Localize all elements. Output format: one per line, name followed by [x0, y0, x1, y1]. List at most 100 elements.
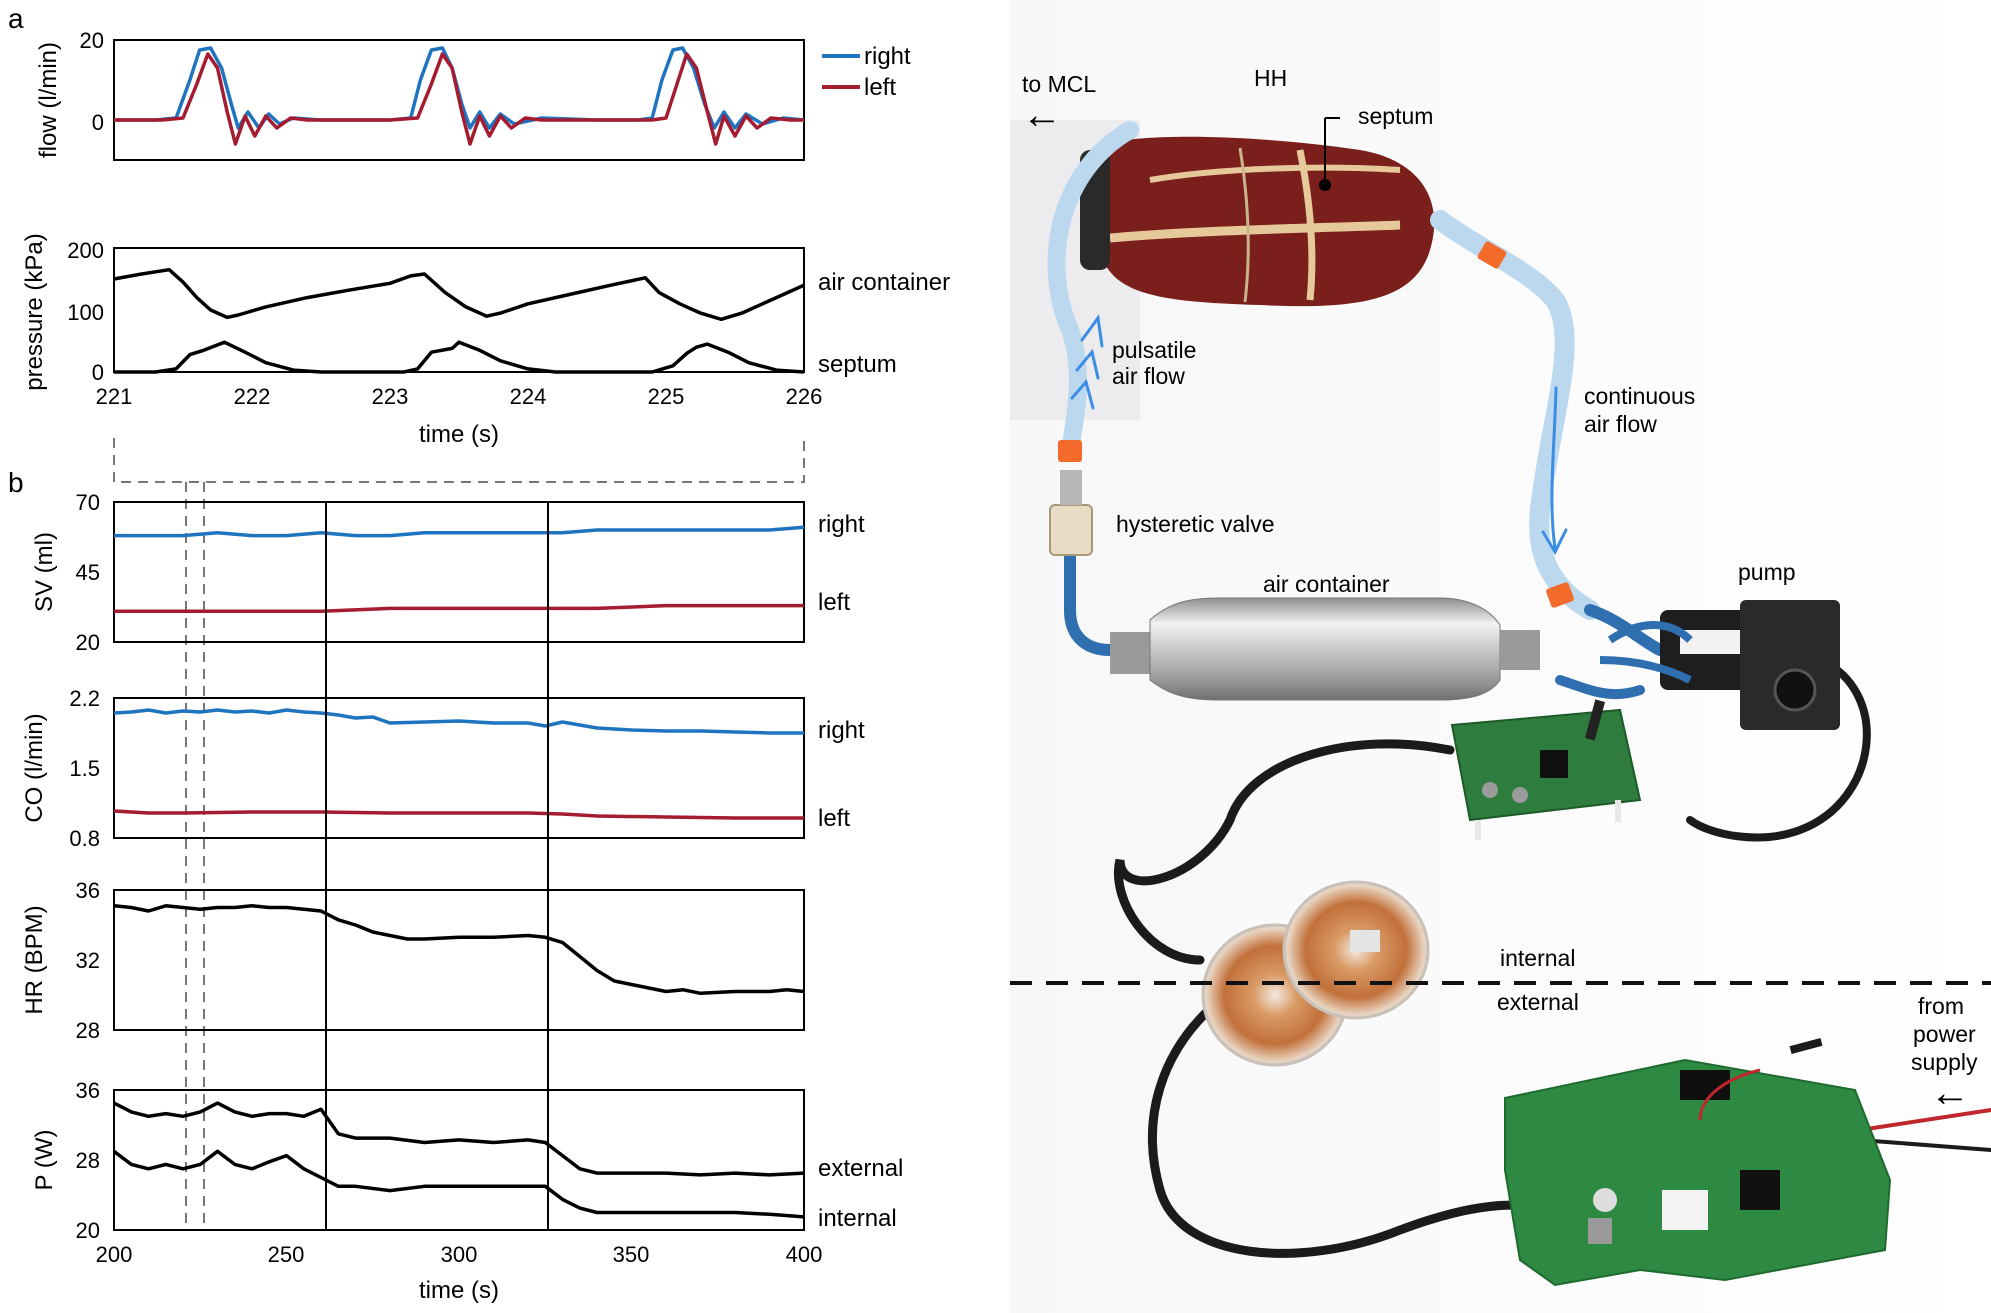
series-label-left: left: [818, 589, 850, 616]
series-line-external: [113, 1101, 805, 1177]
series-line-left: [113, 809, 804, 820]
series-label-right: right: [818, 511, 865, 538]
label-power-line1: from: [1918, 993, 1964, 1019]
series-line-hr: [113, 904, 805, 996]
series-label-right: right: [818, 717, 865, 744]
y-tick-label: 0: [92, 110, 104, 135]
legend-label-left: left: [864, 74, 896, 101]
series-line-air-container: [113, 267, 805, 322]
chart-power: 36 28 20 P (W) 200 250 300 350 400 time …: [31, 1078, 903, 1304]
y-tick-label: 20: [80, 28, 104, 53]
series-line-left: [114, 52, 804, 146]
setup-photo: to MCL ← HH septum pulsatile air flow co…: [1010, 0, 1991, 1313]
y-tick-label: 2.2: [69, 686, 100, 711]
chart-flow: 20 0 flow (l/min) right left: [35, 28, 911, 161]
plot-frame: [113, 501, 805, 643]
label-pump: pump: [1738, 559, 1796, 585]
x-tick-label: 224: [510, 384, 547, 409]
y-tick-label: 100: [67, 300, 104, 325]
arrow-left-icon: ←: [1930, 1071, 1970, 1115]
external-board: [1504, 1037, 1892, 1287]
label-hh: HH: [1254, 65, 1287, 91]
chart-pressure: 200 100 0 pressure (kPa) 221 222 223 224…: [21, 233, 950, 448]
x-tick-label: 222: [234, 384, 271, 409]
y-tick-label: 0: [92, 360, 104, 385]
x-tick-label: 400: [786, 1242, 823, 1267]
y-axis-title: P (W): [31, 1130, 58, 1191]
y-tick-label: 36: [76, 1078, 100, 1103]
x-tick-label: 200: [96, 1242, 133, 1267]
label-air-container: air container: [1263, 571, 1390, 597]
internal-board: [1450, 699, 1642, 840]
series-label-internal: internal: [818, 1205, 897, 1232]
zoom-indicator: [113, 438, 805, 1228]
series-label-external: external: [818, 1155, 903, 1182]
x-tick-label: 226: [786, 384, 823, 409]
plot-frame: [113, 889, 805, 1031]
plot-frame: [113, 1089, 805, 1231]
pump: [1599, 600, 1840, 730]
plot-frame: [113, 697, 805, 839]
y-tick-label: 45: [76, 560, 100, 585]
y-tick-label: 0.8: [69, 826, 100, 851]
plot-frame: [113, 247, 805, 373]
label-pulsatile-line1: pulsatile: [1112, 337, 1196, 363]
x-axis-title: time (s): [419, 421, 499, 448]
air-container-tank: [1110, 597, 1540, 701]
y-tick-label: 28: [76, 1148, 100, 1173]
label-continuous-line2: air flow: [1584, 411, 1657, 437]
connectors: [1058, 241, 1574, 608]
x-tick-label: 350: [613, 1242, 650, 1267]
x-tick-label: 223: [372, 384, 409, 409]
y-axis-title: pressure (kPa): [21, 233, 48, 390]
label-septum: septum: [1358, 103, 1433, 129]
hysteretic-valve: [1049, 470, 1093, 556]
series-label-air-container: air container: [818, 269, 950, 296]
chart-hr: 36 32 28 HR (BPM): [21, 878, 805, 1043]
series-line-right: [114, 525, 805, 538]
series-label-septum: septum: [818, 351, 897, 378]
label-external: external: [1497, 989, 1579, 1015]
label-power-line3: supply: [1911, 1049, 1978, 1075]
label-continuous-line1: continuous: [1584, 383, 1695, 409]
plot-frame: [113, 39, 805, 161]
x-tick-label: 300: [441, 1242, 478, 1267]
x-tick-label: 221: [96, 384, 133, 409]
continuous-flow-arrow: [1541, 386, 1568, 556]
chart-co: 2.2 1.5 0.8 CO (l/min) right left: [21, 686, 865, 851]
tubes: [1047, 121, 1991, 1258]
x-tick-label: 225: [648, 384, 685, 409]
y-axis-title: SV (ml): [31, 532, 58, 612]
event-lines: [325, 502, 549, 1230]
y-tick-label: 200: [67, 238, 104, 263]
y-tick-label: 1.5: [69, 756, 100, 781]
label-internal: internal: [1500, 945, 1575, 971]
chart-sv: 70 45 20 SV (ml) right left: [31, 490, 865, 655]
label-hysteretic-valve: hysteretic valve: [1116, 511, 1275, 537]
x-axis-title: time (s): [419, 1277, 499, 1304]
legend-label-right: right: [864, 43, 911, 70]
y-axis-title: CO (l/min): [21, 713, 48, 822]
series-line-septum: [114, 340, 805, 374]
arrow-left-icon: ←: [1022, 93, 1062, 137]
label-power-line2: power: [1913, 1021, 1976, 1047]
panel-letter-a: a: [8, 3, 24, 34]
x-tick-label: 250: [268, 1242, 305, 1267]
y-tick-label: 20: [76, 1218, 100, 1243]
y-tick-label: 28: [76, 1018, 100, 1043]
y-tick-label: 32: [76, 948, 100, 973]
y-tick-label: 70: [76, 490, 100, 515]
y-tick-label: 20: [76, 630, 100, 655]
series-line-left: [114, 603, 804, 613]
series-line-right: [113, 708, 804, 735]
pulsatile-flow-arrows: [1070, 314, 1104, 410]
y-tick-label: 36: [76, 878, 100, 903]
label-to-mcl: to MCL: [1022, 71, 1096, 97]
heart-hh: [1080, 136, 1435, 307]
y-axis-title: flow (l/min): [35, 42, 62, 158]
series-line-internal: [112, 1149, 805, 1219]
label-pulsatile-line2: air flow: [1112, 363, 1185, 389]
y-axis-title: HR (BPM): [21, 905, 48, 1014]
panel-letter-b: b: [8, 467, 24, 498]
